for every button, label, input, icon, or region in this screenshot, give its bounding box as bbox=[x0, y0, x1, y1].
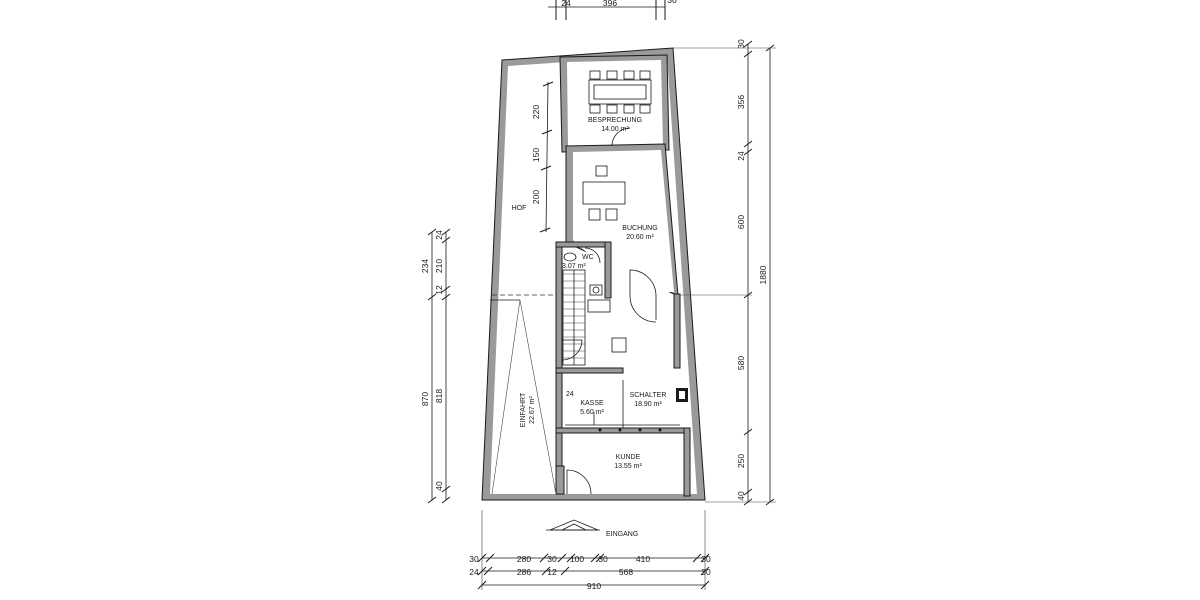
room-kasse-name: KASSE bbox=[580, 400, 604, 407]
dimension-tick bbox=[700, 580, 710, 590]
dim-bottom1-2: 280 bbox=[517, 554, 531, 564]
dimension-tick bbox=[700, 553, 710, 563]
room-kunde-area: 13.55 m² bbox=[614, 463, 642, 470]
dim-left-outer-2: 870 bbox=[420, 392, 430, 406]
dimension-tick bbox=[692, 553, 702, 563]
hof-dimension-chain: 220 150 200 bbox=[531, 81, 554, 233]
dim-bottom1-6: 410 bbox=[636, 554, 650, 564]
dim-right-4: 600 bbox=[736, 215, 746, 229]
room-besprechung-area: 14.00 m² bbox=[601, 126, 629, 133]
top-dimension-chain: 24 396 30 bbox=[548, 0, 677, 20]
dim-bottom1-4: 100 bbox=[570, 554, 584, 564]
dim-hof-1: 220 bbox=[531, 105, 541, 119]
entrance-label: EINGANG bbox=[606, 531, 638, 538]
dim-bottom1-5: 30 bbox=[598, 554, 608, 564]
dim-kasse-wall: 24 bbox=[566, 391, 574, 398]
left-dimension-chains: 234 870 24 210 12 818 40 bbox=[420, 228, 451, 504]
hof-area bbox=[490, 294, 557, 495]
room-hof-name: HOF bbox=[512, 205, 527, 212]
dim-bottom2-5: 30 bbox=[701, 567, 711, 577]
dim-top-2: 396 bbox=[603, 0, 617, 8]
room-buchung-area: 20.60 m² bbox=[626, 234, 654, 241]
dim-left-inner-3: 12 bbox=[434, 285, 444, 295]
dimension-tick bbox=[539, 553, 549, 563]
dim-bottom1-7: 30 bbox=[701, 554, 711, 564]
dim-top-3: 30 bbox=[667, 0, 677, 5]
room-besprechung-name: BESPRECHUNG bbox=[588, 117, 642, 124]
bottom-dimension-chains: 30 280 30 100 30 410 30 24 286 12 568 30… bbox=[469, 510, 711, 591]
dimension-tick bbox=[485, 553, 495, 563]
dim-left-inner-2: 210 bbox=[434, 259, 444, 273]
dim-bottom1-1: 30 bbox=[469, 554, 479, 564]
dimension-tick bbox=[477, 580, 487, 590]
dim-bottom2-4: 568 bbox=[619, 567, 633, 577]
room-einfahrt-name: EINFAHRT bbox=[520, 392, 527, 427]
dimension-tick bbox=[477, 553, 487, 563]
dim-right-2: 356 bbox=[736, 95, 746, 109]
dimension-tick bbox=[590, 553, 600, 563]
dim-bottom2-2: 286 bbox=[517, 567, 531, 577]
dimension-tick bbox=[700, 566, 710, 576]
room-wc-name: WC bbox=[582, 254, 594, 261]
dimension-tick bbox=[541, 566, 551, 576]
right-dimension-chains: 30 356 24 600 580 250 40 1880 bbox=[673, 39, 776, 506]
room-buchung-name: BUCHUNG bbox=[622, 225, 657, 232]
room-kunde-name: KUNDE bbox=[616, 454, 641, 461]
room-einfahrt-area: 22.67 m² bbox=[529, 396, 536, 424]
dim-bottom1-3: 30 bbox=[547, 554, 557, 564]
dim-right-1: 30 bbox=[736, 39, 746, 49]
dim-right-3: 24 bbox=[736, 151, 746, 161]
dim-left-inner-5: 40 bbox=[434, 481, 444, 491]
dim-left-inner-1: 24 bbox=[434, 230, 444, 240]
dim-bottom2-1: 24 bbox=[469, 567, 479, 577]
dim-hof-2: 150 bbox=[531, 148, 541, 162]
dim-bottom-total: 910 bbox=[587, 581, 601, 591]
dimension-tick bbox=[483, 566, 493, 576]
dim-right-total: 1880 bbox=[758, 265, 768, 284]
conference-table bbox=[588, 70, 652, 114]
dimension-tick bbox=[560, 566, 570, 576]
dim-right-6: 250 bbox=[736, 454, 746, 468]
dimension-tick bbox=[477, 566, 487, 576]
dimension-tick bbox=[595, 553, 605, 563]
dimension-tick bbox=[566, 553, 576, 563]
dim-hof-3: 200 bbox=[531, 190, 541, 204]
dim-bottom2-3: 12 bbox=[547, 567, 557, 577]
entrance-marker: EINGANG bbox=[546, 519, 638, 538]
wc-fixtures bbox=[563, 247, 603, 296]
room-labels: BESPRECHUNG 14.00 m² BUCHUNG 20.60 m² WC… bbox=[512, 117, 667, 470]
counter-furniture bbox=[565, 337, 688, 432]
room-schalter-area: 18.90 m² bbox=[634, 401, 662, 408]
dim-left-inner-4: 818 bbox=[434, 389, 444, 403]
dim-left-outer-1: 234 bbox=[420, 259, 430, 273]
dimension-tick bbox=[557, 553, 567, 563]
dim-top-1: 24 bbox=[561, 0, 571, 8]
office-desk bbox=[582, 165, 626, 221]
room-kasse-area: 5.60 m² bbox=[580, 409, 604, 416]
room-wc-area: 3.07 m² bbox=[562, 263, 586, 270]
dim-right-5: 580 bbox=[736, 356, 746, 370]
room-schalter-name: SCHALTER bbox=[630, 392, 667, 399]
dim-right-7: 40 bbox=[736, 491, 746, 501]
staircase bbox=[562, 269, 586, 366]
doors bbox=[561, 127, 657, 495]
